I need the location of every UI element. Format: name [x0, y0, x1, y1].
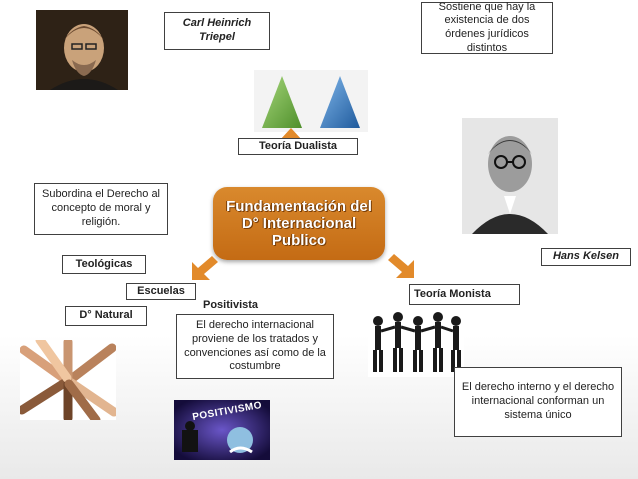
subordina-box: Subordina el Derecho al concepto de mora…	[34, 183, 168, 235]
up-arrow-dualista	[280, 128, 302, 140]
people-chain-image	[368, 307, 464, 377]
escuelas-box: Escuelas	[126, 283, 196, 300]
left-arrow-escuelas	[192, 256, 218, 280]
teoria-monista-box: Teoría Monista	[409, 284, 520, 305]
center-title: Fundamentación del D° Internacional Publ…	[213, 187, 385, 260]
triepel-name-box: Carl Heinrich Triepel	[164, 12, 270, 50]
teoria-dualista-box: Teoría Dualista	[238, 138, 358, 155]
dualista-triangles-image	[254, 70, 368, 132]
triepel-portrait	[36, 10, 128, 90]
dualista-quote-box: Sostiene que hay la existencia de dos ór…	[421, 1, 553, 54]
right-arrow-monista	[388, 254, 414, 278]
positivista-label: Positivista	[203, 299, 259, 311]
positivista-text-box: El derecho internacional proviene de los…	[176, 314, 334, 379]
kelsen-portrait	[462, 118, 558, 234]
positivismo-image: POSITIVISMO	[174, 400, 270, 460]
hands-image	[20, 340, 116, 420]
teologicas-box: Teológicas	[62, 255, 146, 274]
natural-box: D° Natural	[65, 306, 147, 326]
kelsen-name-box: Hans Kelsen	[541, 248, 631, 266]
monista-text-box: El derecho interno y el derecho internac…	[454, 367, 622, 437]
